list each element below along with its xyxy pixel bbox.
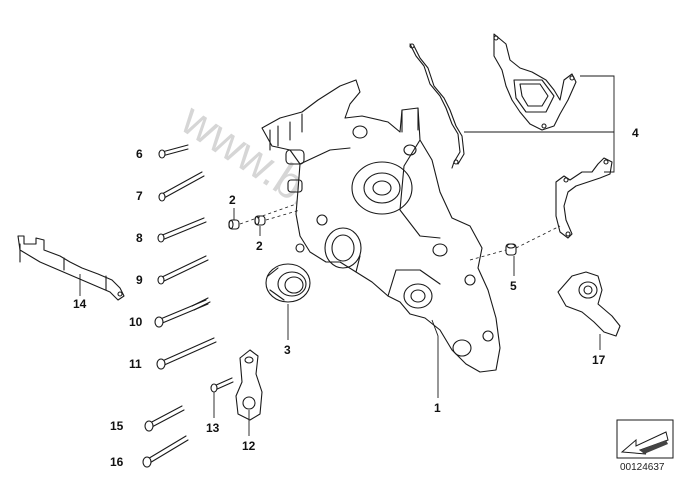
callout-1[interactable]: 1 <box>434 401 441 415</box>
dowel-sleeve-right <box>505 243 517 256</box>
arrow-icon[interactable] <box>616 419 674 459</box>
callout-17[interactable]: 17 <box>592 353 606 367</box>
callout-5[interactable]: 5 <box>510 279 517 293</box>
crankshaft-seal-ring <box>265 263 311 303</box>
bolt-8 <box>157 217 207 243</box>
bolt-15 <box>144 405 185 432</box>
leader-4 <box>464 75 615 173</box>
callout-6[interactable]: 6 <box>136 147 143 161</box>
image-number: 00124637 <box>620 462 665 473</box>
callout-2-lower[interactable]: 2 <box>256 239 263 253</box>
bracket-12 <box>235 349 263 421</box>
bracket-17 <box>557 271 621 337</box>
callout-3[interactable]: 3 <box>284 343 291 357</box>
callout-8[interactable]: 8 <box>136 231 143 245</box>
bolt-9 <box>157 255 209 285</box>
gasket-lower-right <box>555 157 613 239</box>
callout-7[interactable]: 7 <box>136 189 143 203</box>
callout-10[interactable]: 10 <box>129 315 143 329</box>
callout-2-upper[interactable]: 2 <box>229 193 236 207</box>
dowel-sleeve-upper <box>228 219 240 230</box>
callout-16[interactable]: 16 <box>110 455 124 469</box>
bolt-11 <box>156 337 217 370</box>
callout-4[interactable]: 4 <box>632 126 639 140</box>
callout-11[interactable]: 11 <box>129 357 142 371</box>
timing-case-cover <box>261 79 501 373</box>
gasket-upper-right <box>493 33 577 131</box>
bolt-10 <box>154 297 211 328</box>
bolt-6 <box>158 144 189 159</box>
callout-9[interactable]: 9 <box>136 273 143 287</box>
bolt-16 <box>142 435 189 468</box>
bolt-13 <box>210 377 234 393</box>
bolt-7 <box>158 171 205 202</box>
callout-13[interactable]: 13 <box>206 421 220 435</box>
callout-12[interactable]: 12 <box>242 439 256 453</box>
wire-bracket-14 <box>17 235 125 301</box>
callout-14[interactable]: 14 <box>73 297 87 311</box>
callout-15[interactable]: 15 <box>110 419 124 433</box>
dowel-sleeve-lower <box>254 215 266 226</box>
gasket-upper-left <box>409 43 465 169</box>
leader-1 <box>431 319 439 398</box>
